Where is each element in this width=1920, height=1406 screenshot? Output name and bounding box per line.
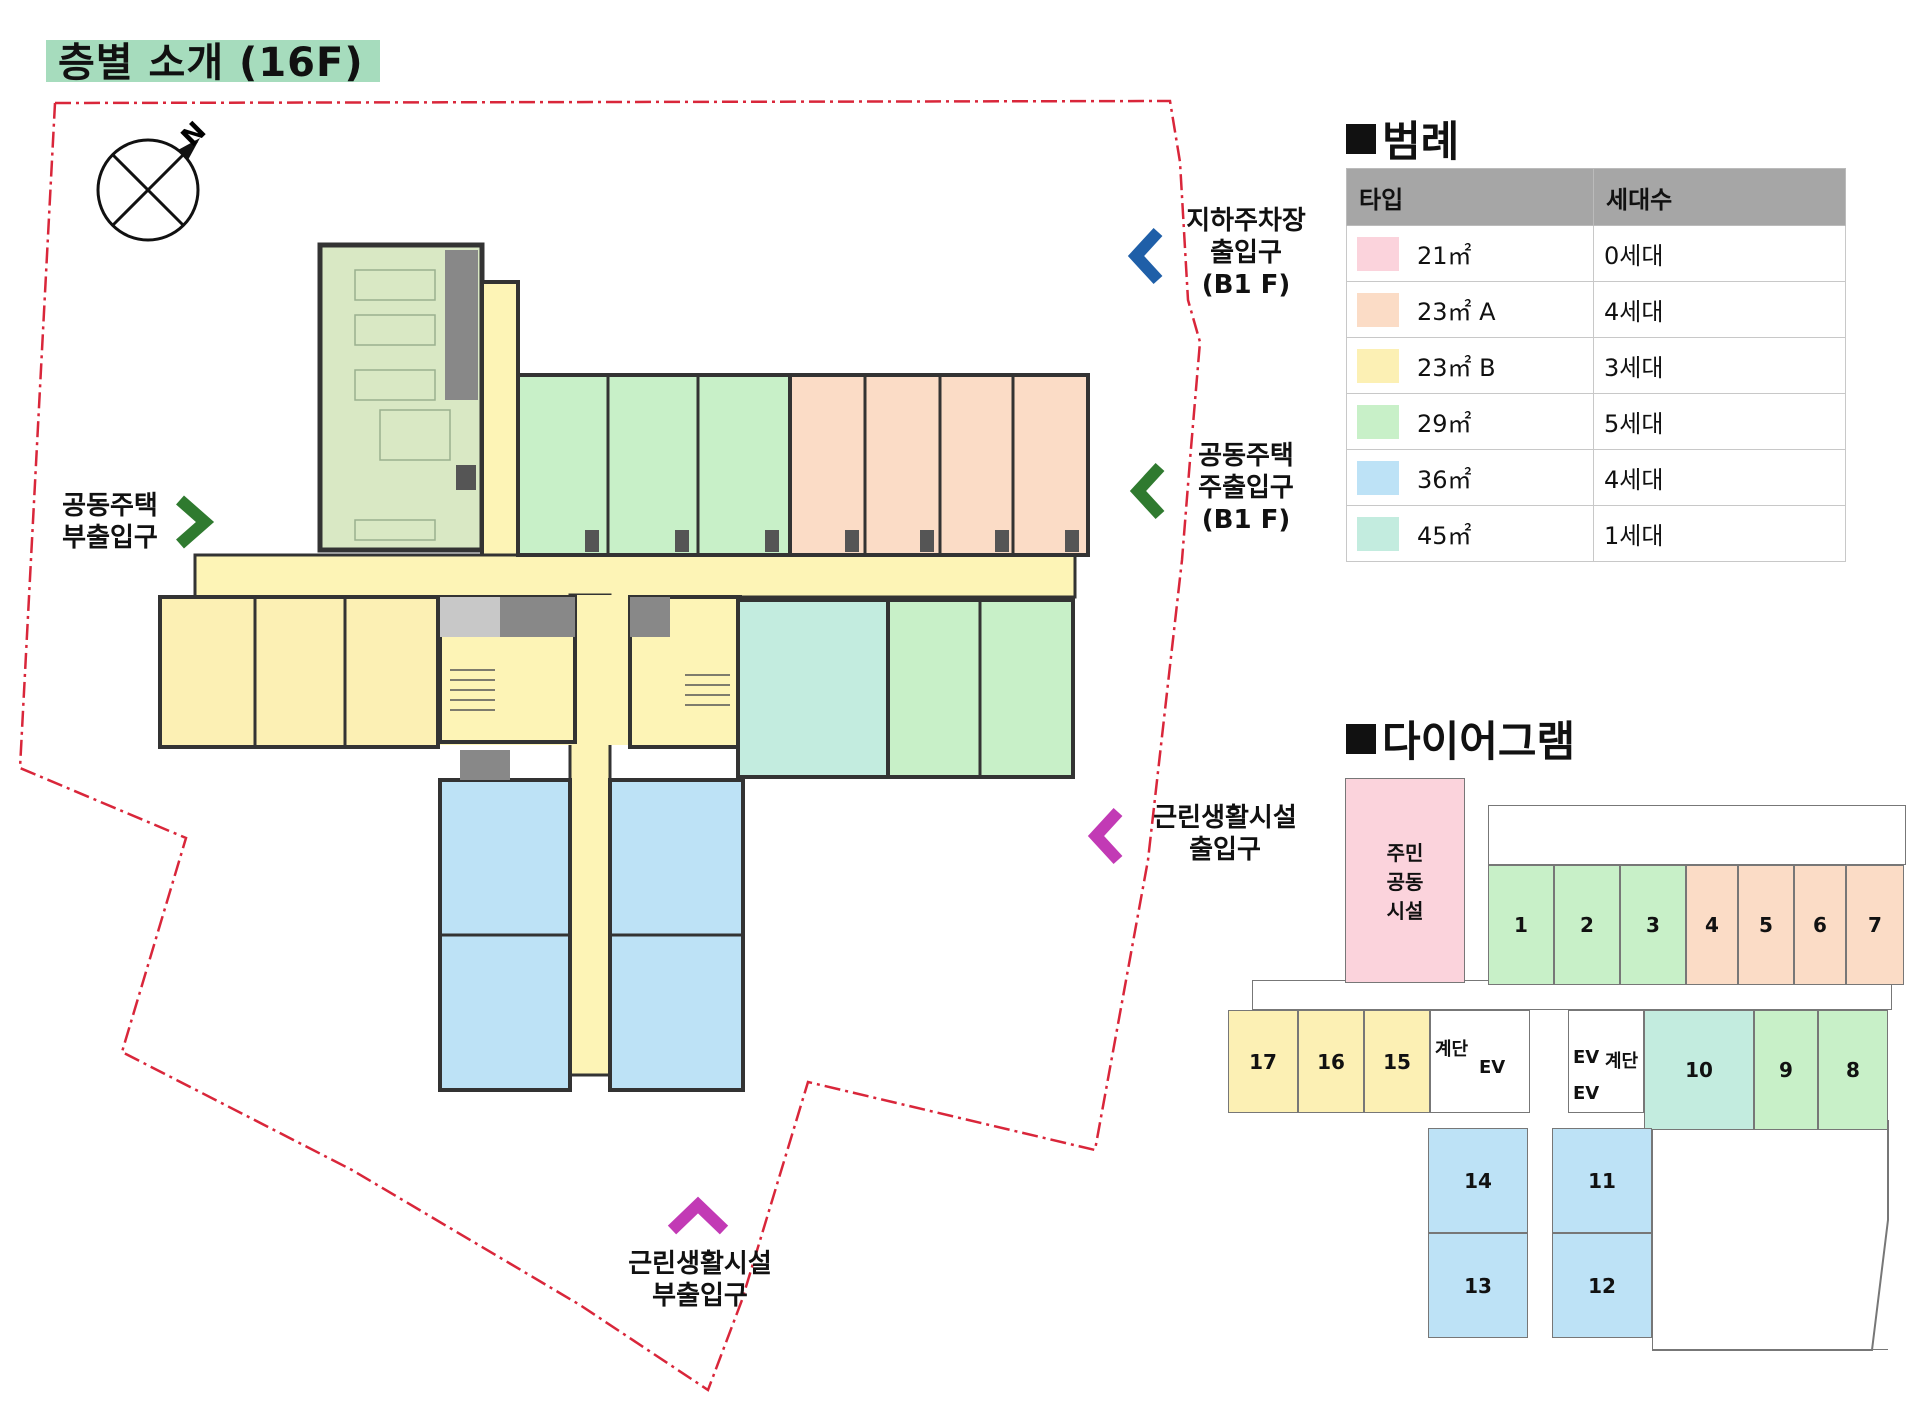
legend-swatch	[1357, 404, 1399, 439]
diagram-unit: 17	[1228, 1010, 1298, 1113]
diagram-unit: 3	[1620, 865, 1686, 985]
diagram-stairs-label: 계단	[1605, 1051, 1639, 1072]
apt-main-entry-label: 공동주택 주출입구 (B1 F)	[1198, 441, 1294, 535]
diagram-unit: 10	[1644, 1010, 1754, 1130]
legend-swatch	[1357, 516, 1399, 551]
retail-main-entry-icon	[1087, 807, 1123, 865]
diagram-unit: 8	[1818, 1010, 1888, 1130]
apt-sub-entry-icon	[176, 495, 215, 549]
diagram-unit: 12	[1552, 1233, 1652, 1338]
diagram-unit: 1	[1488, 865, 1554, 985]
diagram-ev-label: EV	[1479, 1057, 1506, 1078]
corridor	[480, 280, 520, 574]
parking-entry-icon	[1127, 227, 1163, 285]
apt-sub-entry-label: 공동주택 부출입구	[62, 491, 158, 553]
retail-main-entry-label: 근린생활시설 출입구	[1153, 803, 1297, 865]
diagram-unit: 4	[1686, 865, 1738, 985]
unit-45	[736, 598, 890, 779]
diagram-outline	[1652, 1125, 1888, 1350]
diagram-stairs-label: 계단	[1435, 1039, 1469, 1060]
diagram-title: 다이어그램	[1346, 708, 1575, 769]
diagram-unit: 15	[1364, 1010, 1430, 1113]
unit-29-north	[516, 373, 792, 557]
apt-main-entry-icon	[1129, 462, 1165, 520]
legend-header-type: 타입	[1346, 168, 1594, 226]
corridor	[193, 553, 1077, 599]
core-east	[628, 595, 742, 749]
parking-entry-label: 지하주차장 출입구 (B1 F)	[1186, 206, 1306, 300]
legend-swatch	[1357, 236, 1399, 271]
diagram-unit: 7	[1846, 865, 1904, 985]
legend-swatch	[1357, 460, 1399, 495]
unit-23b-west	[158, 595, 440, 749]
diagram-core-west: 계단 EV	[1430, 1010, 1530, 1113]
diagram-unit: 11	[1552, 1128, 1652, 1233]
compass-icon: N	[96, 116, 213, 242]
legend-header-count: 세대수	[1593, 168, 1846, 226]
diagram-core-east: EV 계단 EV	[1568, 1010, 1644, 1113]
diagram-unit: 6	[1794, 865, 1846, 985]
diagram-unit: 9	[1754, 1010, 1818, 1130]
diagram-unit: 14	[1428, 1128, 1528, 1233]
diagram-roof-line	[1652, 1120, 1889, 1351]
page-title: 층별 소개 (16F)	[58, 40, 364, 86]
diagram-unit: 13	[1428, 1233, 1528, 1338]
retail-sub-entry-label: 근린생활시설 부출입구	[628, 1249, 772, 1311]
title-highlight	[46, 40, 380, 82]
legend-title: 범례	[1346, 108, 1459, 169]
north-label: N	[176, 116, 213, 153]
diagram-ev-label: EV	[1573, 1047, 1600, 1068]
diagram-outline	[1488, 805, 1906, 865]
diagram-unit: 16	[1298, 1010, 1364, 1113]
diagram-community: 주민 공동 시설	[1345, 778, 1465, 983]
retail-sub-entry-icon	[667, 1196, 729, 1235]
site-boundary	[18, 99, 1202, 1392]
diagram-ev-label: EV	[1573, 1083, 1600, 1104]
diagram-unit: 2	[1554, 865, 1620, 985]
legend-swatch	[1357, 292, 1399, 327]
diagram-unit: 5	[1738, 865, 1794, 985]
legend-swatch	[1357, 348, 1399, 383]
